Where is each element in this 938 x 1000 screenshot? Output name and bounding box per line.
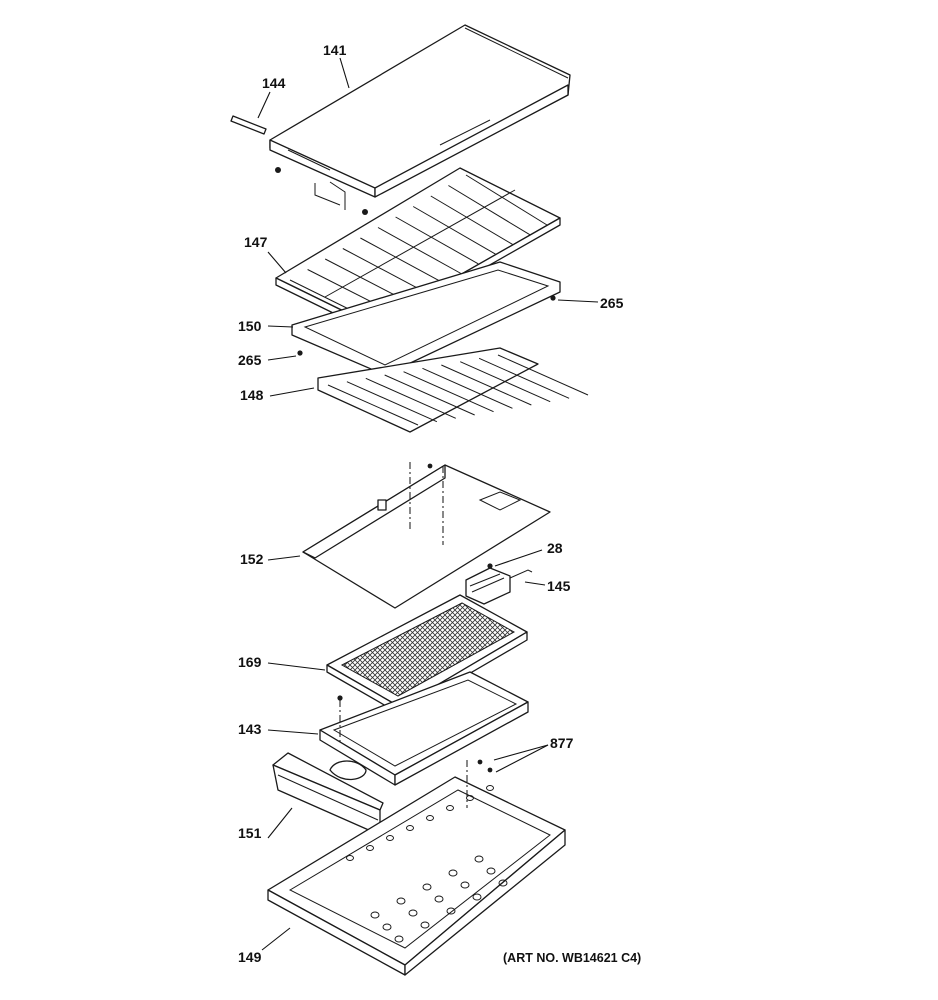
art-number: (ART NO. WB14621 C4) (503, 951, 641, 965)
callout-28: 28 (547, 540, 563, 556)
part-150-frame (291, 261, 561, 376)
part-141-cover (269, 24, 571, 215)
callout-149: 149 (238, 949, 262, 965)
callout-141: 141 (323, 42, 347, 58)
callout-169: 169 (238, 654, 262, 670)
callout-265-left: 265 (238, 352, 262, 368)
part-148-radiant (317, 347, 589, 433)
part-149-housing (267, 759, 566, 976)
part-144-rod (230, 115, 267, 135)
part-143-burner-box (319, 671, 529, 786)
callout-144: 144 (262, 75, 286, 91)
callout-150: 150 (238, 318, 262, 334)
part-169-element (326, 594, 528, 715)
callout-877: 877 (550, 735, 574, 751)
callout-152: 152 (240, 551, 264, 567)
leader-lines (257, 57, 599, 951)
callout-148: 148 (240, 387, 264, 403)
callout-143: 143 (238, 721, 262, 737)
callout-265-right: 265 (600, 295, 624, 311)
callout-151: 151 (238, 825, 262, 841)
part-152-pan (302, 462, 551, 609)
callout-145: 145 (547, 578, 571, 594)
callout-147: 147 (244, 234, 268, 250)
part-145-igniter (465, 563, 533, 605)
